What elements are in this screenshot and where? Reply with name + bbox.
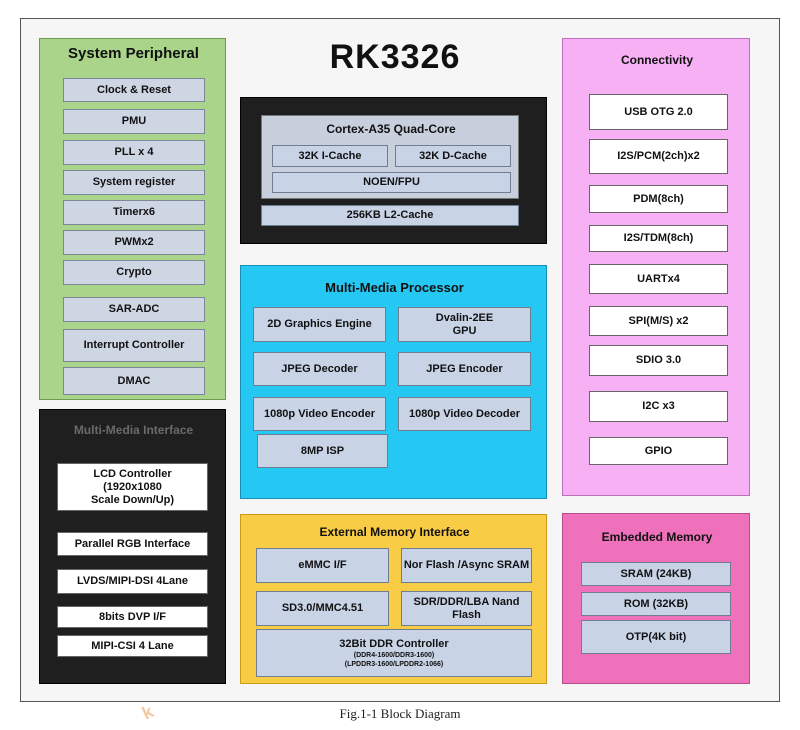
pmu-box: PMU (63, 109, 205, 134)
l2-cache-box: 256KB L2-Cache (261, 205, 519, 226)
crypto-box: Crypto (63, 260, 205, 285)
gpu-line1: Dvalin-2EE (435, 311, 494, 324)
rom-box: ROM (32KB) (581, 592, 731, 616)
lcd-controller-line2: (1920x1080 (103, 480, 162, 493)
sar-adc-box: SAR-ADC (63, 297, 205, 322)
emmc-box: eMMC I/F (256, 548, 389, 583)
interrupt-controller-box: Interrupt Controller (63, 329, 205, 362)
uart-box: UARTx4 (589, 264, 728, 294)
isp-box: 8MP ISP (257, 434, 388, 468)
mipi-csi-box: MIPI-CSI 4 Lane (57, 635, 208, 657)
icache-box: 32K I-Cache (272, 145, 388, 167)
nand-flash-box: SDR/DDR/LBA Nand Flash (401, 591, 532, 626)
nand-line2: Flash (452, 608, 481, 621)
gpio-box: GPIO (589, 437, 728, 465)
chip-title: RK3326 (329, 38, 461, 76)
i2c-box: I2C x3 (589, 391, 728, 422)
nor-flash-box: Nor Flash /Async SRAM (401, 548, 532, 583)
ddr-line1: (DDR4-1600/DDR3-1600) (353, 651, 435, 659)
sram-box: SRAM (24KB) (581, 562, 731, 586)
parallel-rgb-box: Parallel RGB Interface (57, 532, 208, 556)
jpeg-decoder-box: JPEG Decoder (253, 352, 386, 386)
dcache-box: 32K D-Cache (395, 145, 511, 167)
system-register-box: System register (63, 170, 205, 195)
video-encoder-box: 1080p Video Encoder (253, 397, 386, 431)
spi-box: SPI(M/S) x2 (589, 306, 728, 336)
sdio-box: SDIO 3.0 (589, 345, 728, 376)
neon-fpu-box: NOEN/FPU (272, 172, 511, 193)
jpeg-encoder-box: JPEG Encoder (398, 352, 531, 386)
otp-box: OTP(4K bit) (581, 620, 731, 654)
dvp-box: 8bits DVP I/F (57, 606, 208, 628)
figure-caption: Fig.1-1 Block Diagram (339, 706, 461, 721)
connectivity-title: Connectivity (620, 53, 693, 67)
clock-reset-box: Clock & Reset (63, 78, 205, 102)
multimedia-interface-title: Multi-Media Interface (73, 423, 194, 437)
pwm-box: PWMx2 (63, 230, 205, 255)
2d-graphics-box: 2D Graphics Engine (253, 307, 386, 342)
lvds-mipi-dsi-box: LVDS/MIPI-DSI 4Lane (57, 569, 208, 594)
gpu-line2: GPU (452, 324, 477, 337)
system-peripheral-title: System Peripheral (68, 45, 199, 62)
ddr-controller-title: 32Bit DDR Controller (339, 637, 449, 650)
i2s-tdm-box: I2S/TDM(8ch) (589, 225, 728, 252)
lcd-controller-box: LCD Controller (1920x1080 Scale Down/Up) (57, 463, 208, 511)
cpu-core-title: Cortex-A35 Quad-Core (326, 122, 456, 136)
video-decoder-box: 1080p Video Decoder (398, 397, 531, 431)
sd-mmc-box: SD3.0/MMC4.51 (256, 591, 389, 626)
lcd-controller-line1: LCD Controller (93, 467, 172, 480)
dmac-box: DMAC (63, 367, 205, 395)
lcd-controller-line3: Scale Down/Up) (90, 493, 175, 506)
i2s-pcm-box: I2S/PCM(2ch)x2 (589, 139, 728, 174)
ddr-controller-box: 32Bit DDR Controller (DDR4-1600/DDR3-160… (256, 629, 532, 677)
embedded-memory-title: Embedded Memory (601, 530, 713, 544)
timer-box: Timerx6 (63, 200, 205, 225)
multimedia-processor-title: Multi-Media Processor (325, 280, 464, 295)
nand-line1: SDR/DDR/LBA Nand (413, 595, 520, 608)
pll-box: PLL x 4 (63, 140, 205, 165)
ddr-line2: (LPDDR3-1600/LPDDR2-1066) (344, 660, 444, 668)
usb-otg-box: USB OTG 2.0 (589, 94, 728, 130)
external-memory-title: External Memory Interface (319, 525, 470, 539)
gpu-box: Dvalin-2EE GPU (398, 307, 531, 342)
pdm-box: PDM(8ch) (589, 185, 728, 213)
